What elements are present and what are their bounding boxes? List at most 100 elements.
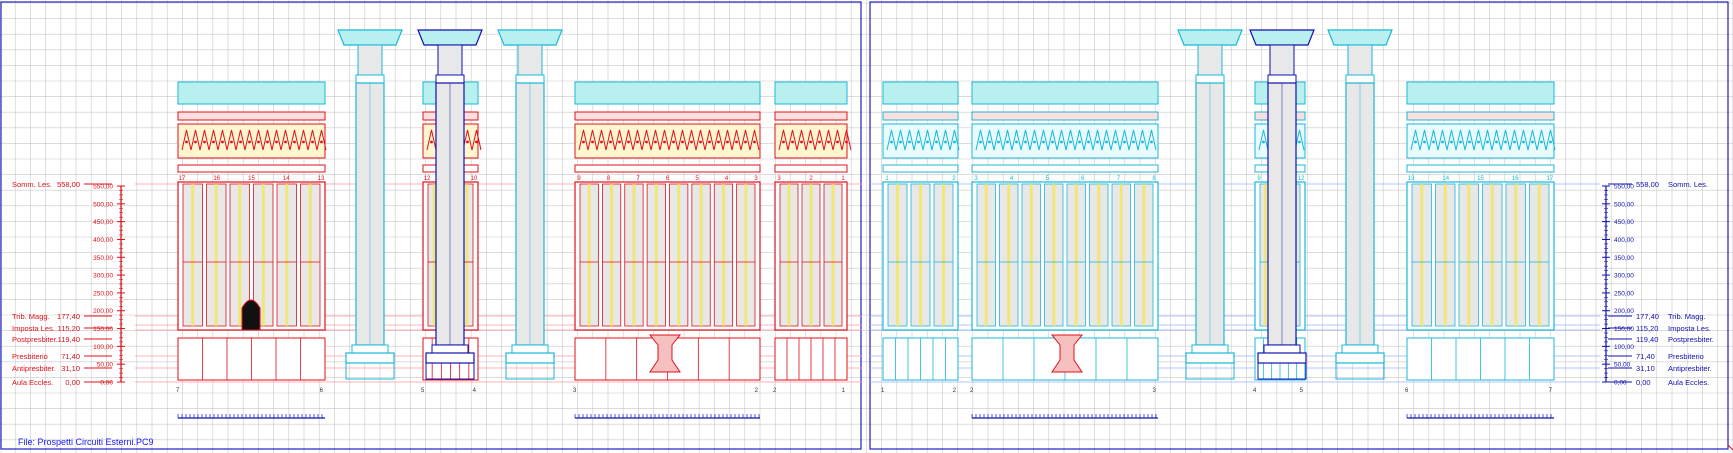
horizontal-scale-strip [1406, 414, 1554, 419]
bay-number-label: 5 [1300, 388, 1304, 394]
frieze-dot [935, 140, 938, 144]
column [497, 29, 563, 380]
level-value-label: 0,00 [65, 378, 80, 387]
frieze-motif [1047, 129, 1058, 151]
frieze-motif [217, 129, 228, 151]
level-name-label: Imposta Les. [1668, 324, 1711, 333]
frieze-dot [827, 140, 830, 144]
frieze-dot [1105, 140, 1108, 144]
corner-mark [1727, 444, 1733, 451]
frieze-motif [686, 129, 697, 151]
frieze-motif [587, 129, 598, 151]
frieze-dot [681, 140, 684, 144]
pilaster-accent [587, 184, 591, 326]
arched-doorway [241, 299, 261, 331]
frieze-motif [931, 129, 942, 151]
column-number-label: 7 [636, 176, 640, 182]
frieze-motif [271, 129, 282, 151]
pilaster-accent [308, 184, 312, 326]
column-number-label: 3 [974, 176, 978, 182]
frieze-dot [791, 140, 794, 144]
frieze-dot [800, 140, 803, 144]
column-plinth [505, 352, 555, 364]
frieze-dot [430, 140, 433, 144]
frieze-motif [895, 129, 906, 151]
pilaster-accent [699, 184, 703, 326]
frieze-dot [320, 140, 323, 144]
frieze-motif [253, 129, 264, 151]
frieze-dot [753, 140, 756, 144]
frieze-motif [1128, 129, 1139, 151]
frieze-motif [922, 129, 933, 151]
column-base-block [425, 362, 475, 380]
column-torus [431, 344, 469, 354]
level-name-label: Trib. Magg. [12, 312, 50, 321]
column-base-block [1185, 362, 1235, 380]
pilaster-accent [610, 184, 614, 326]
column-number-label: 3 [754, 176, 758, 182]
pilaster-accent [238, 184, 242, 326]
frieze-motif [814, 129, 825, 151]
pilaster-columns [337, 29, 1393, 380]
frieze-motif [1527, 129, 1538, 151]
frieze-motif [298, 129, 309, 151]
frieze-motif [886, 129, 897, 151]
column-plinth [425, 352, 475, 364]
pilaster-accent [632, 184, 636, 326]
frieze-dot [1459, 140, 1462, 144]
scale-tick-label: 150,00 [1614, 326, 1634, 333]
scale-tick-label: 400,00 [1614, 237, 1634, 244]
cornice-strip [774, 111, 848, 121]
column-capital [497, 29, 563, 46]
pilaster-accent [285, 184, 289, 326]
frieze-motif [749, 129, 760, 151]
scale-tick-label: 300,00 [93, 273, 113, 280]
level-value-label: 558,00 [1636, 180, 1659, 189]
frieze-dot [609, 140, 612, 144]
column-plinth [1257, 352, 1307, 364]
column [1177, 29, 1243, 380]
frieze-dot [1141, 140, 1144, 144]
attic-band [971, 81, 1159, 105]
frieze-dot [221, 140, 224, 144]
urn-shape [648, 334, 682, 373]
attic-band [882, 81, 959, 105]
frieze-motif [289, 129, 300, 151]
urn-shape [1050, 334, 1084, 373]
frieze-motif [913, 129, 924, 151]
column-neck [1269, 44, 1295, 76]
frieze-dot [1513, 140, 1516, 144]
frieze-dot [1262, 140, 1265, 144]
pilaster-accent [1443, 184, 1447, 326]
frieze-motif [823, 129, 834, 151]
column-astragal [515, 74, 545, 84]
frieze-motif [641, 129, 652, 151]
frieze-dot [917, 140, 920, 144]
frieze-motif [659, 129, 670, 151]
scale-tick-label: 50,00 [97, 362, 114, 369]
column-number-label: 7 [1117, 176, 1121, 182]
frieze-dot [1078, 140, 1081, 144]
frieze-dot [997, 140, 1000, 144]
level-value-label: 177,40 [1636, 312, 1659, 321]
pilaster-accent [1142, 184, 1146, 326]
column-capital [1327, 29, 1393, 46]
bay-number-label: 2 [755, 388, 759, 394]
column-number-label: 3 [777, 176, 781, 182]
frieze-motif [805, 129, 816, 151]
frieze-dot [672, 140, 675, 144]
column-number-label: 1 [885, 176, 889, 182]
frieze-dot [1024, 140, 1027, 144]
frieze-dot [663, 140, 666, 144]
column-neck [1347, 44, 1373, 76]
frieze-dot [1150, 140, 1153, 144]
attic-band [774, 81, 848, 105]
bay-number-label: 2 [953, 388, 957, 394]
column-number-label: 6 [666, 176, 670, 182]
column-number-label: 12 [1298, 176, 1305, 182]
level-value-label: 177,40 [57, 312, 80, 321]
frieze-dot [654, 140, 657, 144]
frieze-motif [1011, 129, 1022, 151]
